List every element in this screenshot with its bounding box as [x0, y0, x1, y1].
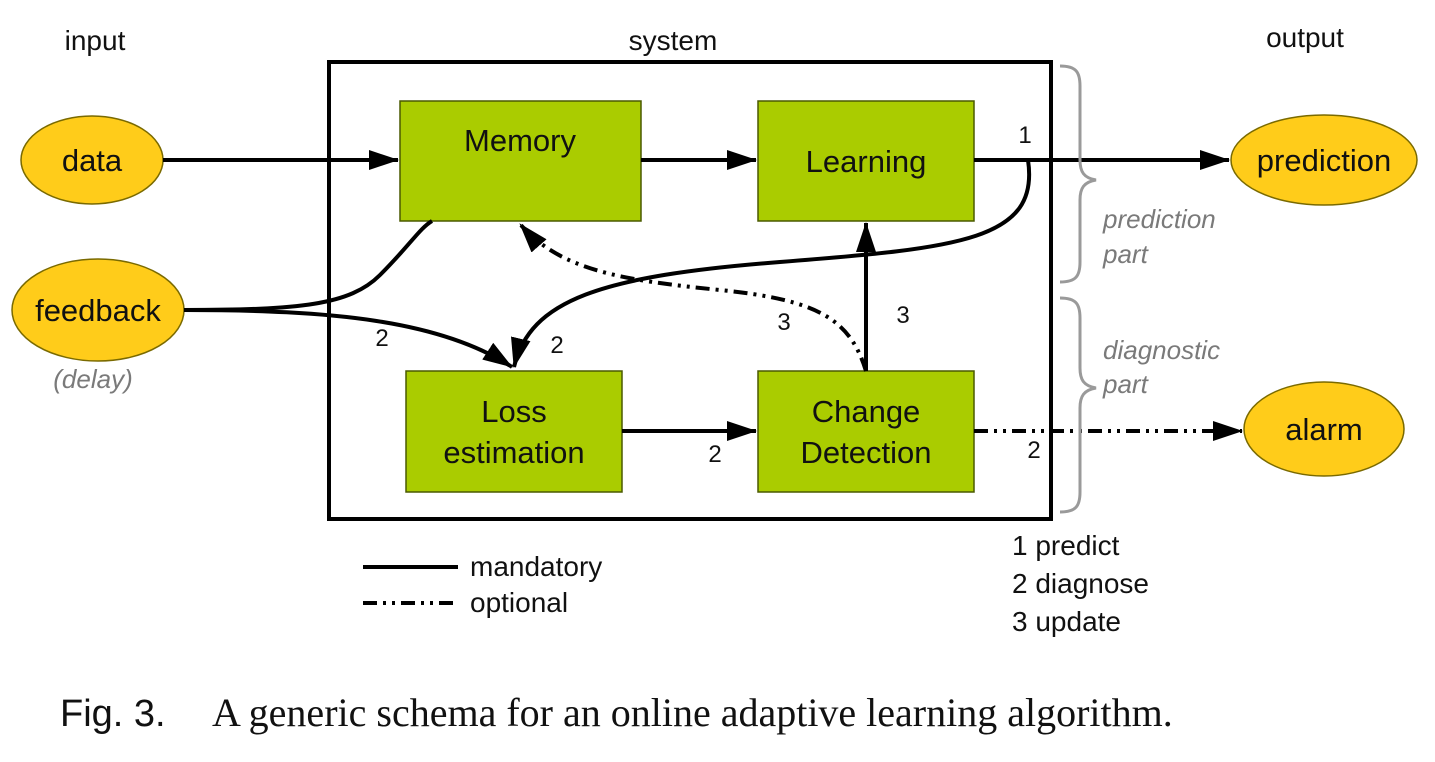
loss-label-line2: estimation	[443, 435, 584, 470]
step-2: 2 diagnose	[1012, 568, 1149, 599]
legend-mandatory-label: mandatory	[470, 551, 602, 582]
learning-label: Learning	[806, 144, 927, 179]
loss-label-line1: Loss	[481, 394, 546, 429]
diagnostic-part-label-line2: part	[1102, 369, 1150, 399]
output-header: output	[1266, 22, 1344, 53]
input-header: input	[65, 25, 126, 56]
feedback-to-loss-arrow	[183, 308, 514, 369]
change-label-line2: Detection	[801, 435, 932, 470]
change-to-memory-optional-arrow	[518, 222, 868, 372]
edge-label-learning-loss: 2	[550, 332, 563, 359]
memory-label: Memory	[464, 123, 576, 158]
change-detection-block	[757, 370, 975, 493]
caption-text: A generic schema for an online adaptive …	[212, 690, 1173, 735]
step-1: 1 predict	[1012, 530, 1120, 561]
memory-block	[399, 100, 642, 222]
loss-estimation-block	[405, 370, 623, 493]
delay-label: (delay)	[53, 364, 132, 394]
legend-optional-label: optional	[470, 587, 568, 618]
change-label-line1: Change	[812, 394, 921, 429]
edge-label-loss-change: 2	[708, 441, 721, 468]
edge-label-learning-prediction: 1	[1018, 122, 1031, 149]
diagnostic-part-brace	[1059, 296, 1097, 514]
prediction-part-brace	[1059, 64, 1097, 284]
learning-block	[757, 100, 975, 222]
edge-label-change-alarm: 2	[1027, 437, 1040, 464]
prediction-part-label-line2: part	[1102, 239, 1150, 269]
edge-label-change-learning: 3	[896, 302, 909, 329]
prediction-label: prediction	[1257, 143, 1391, 178]
edge-label-change-memory: 3	[777, 309, 790, 336]
prediction-ellipse	[1230, 114, 1418, 206]
system-header: system	[629, 25, 718, 56]
prediction-part-label-line1: prediction	[1102, 204, 1216, 234]
caption-fig-number: Fig. 3.	[60, 693, 166, 735]
step-3: 3 update	[1012, 606, 1121, 637]
alarm-label: alarm	[1285, 412, 1363, 447]
alarm-ellipse	[1243, 381, 1405, 477]
feedback-label: feedback	[35, 293, 161, 328]
diagnostic-part-label-line1: diagnostic	[1103, 335, 1220, 365]
feedback-to-memory-curve	[183, 219, 434, 312]
edge-label-feedback-loss: 2	[375, 325, 388, 352]
system-box	[327, 60, 1053, 521]
learning-to-loss-arrow	[511, 159, 1032, 368]
data-label: data	[62, 143, 123, 178]
